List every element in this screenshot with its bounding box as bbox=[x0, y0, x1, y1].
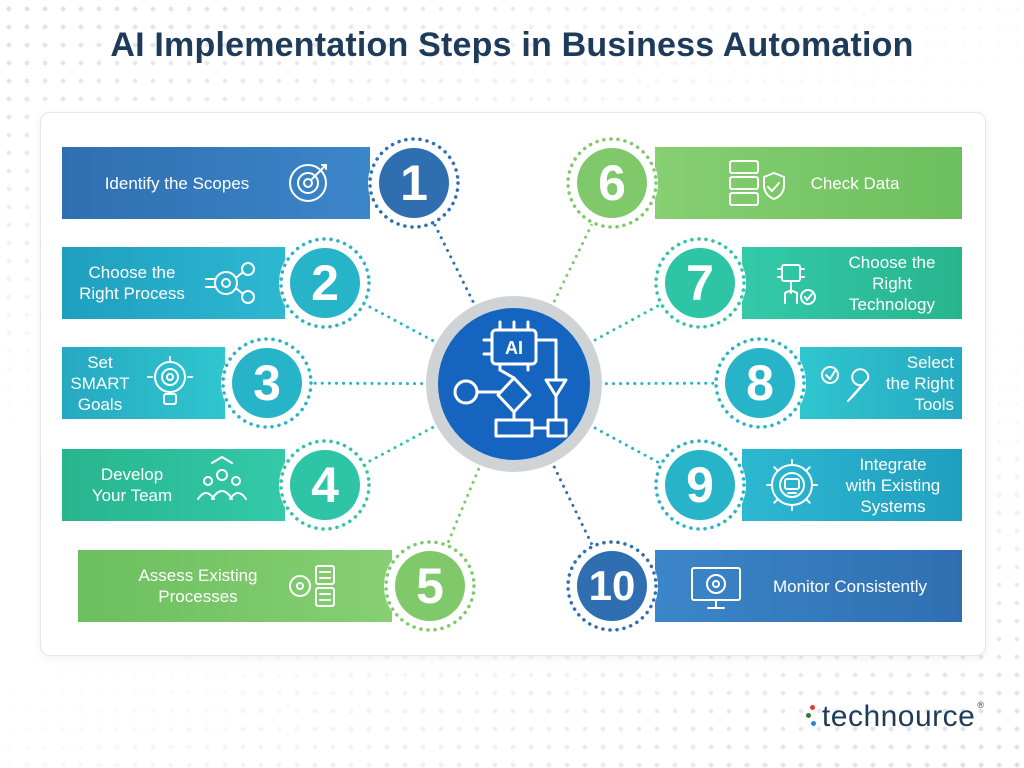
step-number: 5 bbox=[416, 558, 444, 614]
target-gear-icon bbox=[289, 164, 327, 202]
step-number: 8 bbox=[746, 355, 774, 411]
step-label: Integrate with Existing Systems bbox=[845, 454, 941, 516]
step-circle-dotted-ring bbox=[279, 237, 371, 329]
step-circle bbox=[665, 248, 735, 318]
step-number: 2 bbox=[311, 255, 339, 311]
step-label: Check Data bbox=[810, 173, 900, 193]
step-number: 3 bbox=[253, 355, 281, 411]
step-label: Set SMART Goals bbox=[70, 352, 130, 414]
step-circle-dotted-ring bbox=[279, 439, 371, 531]
step-circle bbox=[232, 348, 302, 418]
step-number: 4 bbox=[311, 457, 339, 513]
step-number: 10 bbox=[588, 562, 636, 609]
step-label: Identify the Scopes bbox=[104, 173, 250, 193]
step-circle bbox=[725, 348, 795, 418]
step-number: 6 bbox=[598, 155, 626, 211]
step-band bbox=[78, 550, 392, 622]
step-label: Choose the Right Technology bbox=[848, 252, 936, 314]
monitor-icon bbox=[691, 567, 741, 609]
hub bbox=[426, 296, 602, 472]
logo-registered-mark: ® bbox=[977, 700, 984, 710]
step-label: Choose the Right Process bbox=[79, 263, 185, 303]
step-label: Assess Existing Processes bbox=[138, 566, 258, 606]
step-circle-dotted-ring bbox=[714, 337, 806, 429]
step-circle bbox=[290, 450, 360, 520]
step-circle-dotted-ring bbox=[221, 337, 313, 429]
step-band bbox=[62, 449, 285, 521]
connector-line bbox=[512, 382, 614, 588]
step-circle-dotted-ring bbox=[384, 540, 476, 632]
circles bbox=[221, 137, 806, 632]
step-circle bbox=[395, 551, 465, 621]
brand-logo: technource ® bbox=[805, 700, 984, 734]
logo-dots-icon bbox=[805, 703, 818, 731]
team-icon bbox=[197, 456, 247, 500]
step-circle bbox=[665, 450, 735, 520]
step-circle bbox=[577, 148, 647, 218]
step-band bbox=[742, 449, 962, 521]
step-circle-dotted-ring bbox=[654, 439, 746, 531]
step-label: Select the Right Tools bbox=[885, 352, 954, 414]
clipboard-gear-icon bbox=[289, 565, 335, 607]
step-circle-dotted-ring bbox=[368, 137, 460, 229]
step-band bbox=[62, 347, 225, 419]
step-number: 1 bbox=[400, 155, 428, 211]
step-label: Monitor Consistently bbox=[772, 576, 927, 596]
step-number: 9 bbox=[686, 457, 714, 513]
icons bbox=[147, 160, 870, 609]
step-circle bbox=[379, 148, 449, 218]
logo-text: technource bbox=[821, 700, 976, 733]
gear-integration-icon bbox=[766, 459, 818, 511]
step-circle bbox=[577, 551, 647, 621]
step-label: Develop Your Team bbox=[91, 465, 173, 505]
step-circle-dotted-ring bbox=[566, 137, 658, 229]
step-circle-dotted-ring bbox=[654, 237, 746, 329]
step-number: 7 bbox=[686, 255, 714, 311]
step-band bbox=[742, 247, 962, 319]
step-band bbox=[62, 247, 285, 319]
step-band bbox=[655, 147, 962, 219]
ai-flowchart-icon bbox=[453, 320, 568, 438]
hub-disc bbox=[438, 308, 590, 460]
connector-line bbox=[412, 181, 516, 386]
page-title: AI Implementation Steps in Business Auto… bbox=[110, 26, 914, 64]
hub-label: AI bbox=[505, 338, 523, 358]
process-gear-icon bbox=[205, 262, 255, 304]
step-circle bbox=[290, 248, 360, 318]
step-band bbox=[655, 550, 962, 622]
wrench-check-icon bbox=[821, 366, 870, 402]
data-shield-icon bbox=[729, 160, 785, 206]
target-bulb-icon bbox=[147, 356, 193, 405]
touch-chip-icon bbox=[777, 264, 816, 305]
step-circle-dotted-ring bbox=[566, 540, 658, 632]
